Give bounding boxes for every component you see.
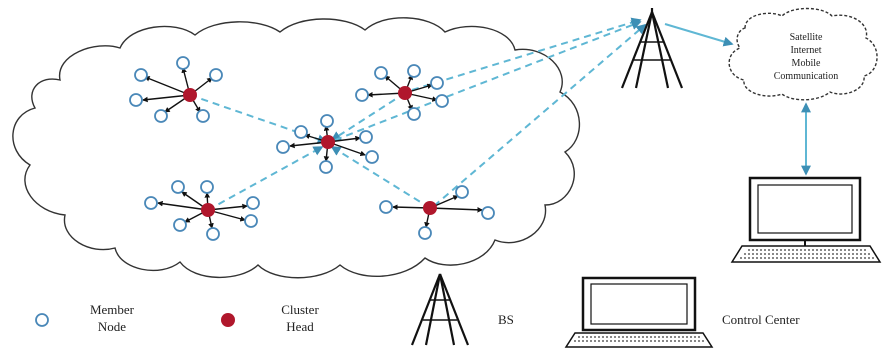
member-node	[171, 180, 185, 194]
member-node	[355, 88, 369, 102]
cluster-head	[321, 135, 335, 149]
member-node	[129, 93, 143, 107]
member-node	[276, 140, 290, 154]
member-node	[196, 109, 210, 123]
legend: Member Node Cluster Head BS Control Cent…	[35, 273, 800, 348]
legend-cluster-line1: Cluster	[281, 302, 319, 317]
cluster-head	[201, 203, 215, 217]
member-node	[294, 125, 308, 139]
cluster-heads	[183, 86, 437, 217]
member-node	[481, 206, 495, 220]
cluster-head	[183, 88, 197, 102]
legend-cluster-line2: Head	[286, 319, 314, 334]
member-node	[374, 66, 388, 80]
bs-tower-icon	[620, 8, 684, 89]
legend-bs-tower-icon	[410, 273, 470, 346]
legend-bs-label: BS	[498, 312, 514, 327]
member-node	[379, 200, 393, 214]
member-node	[365, 150, 379, 164]
member-nodes	[129, 56, 495, 241]
legend-member-node-icon	[35, 313, 49, 327]
member-node	[418, 226, 432, 240]
cloud-text-3: Mobile	[792, 58, 821, 69]
member-node	[246, 196, 260, 210]
legend-member-line1: Member	[90, 302, 135, 317]
member-node	[319, 160, 333, 174]
bs-cloud-link	[664, 23, 734, 47]
member-node	[407, 107, 421, 121]
cloud-text-4: Communication	[774, 71, 838, 82]
member-node	[435, 94, 449, 108]
legend-control-center-label: Control Center	[722, 312, 800, 327]
cluster-head	[398, 86, 412, 100]
member-node	[176, 56, 190, 70]
network-cloud	[728, 7, 878, 101]
legend-cluster-head-icon	[221, 313, 235, 327]
member-node	[359, 130, 373, 144]
member-node	[206, 227, 220, 241]
member-node	[430, 76, 444, 90]
legend-computer-icon	[564, 276, 714, 348]
member-node	[209, 68, 223, 82]
cluster-head	[423, 201, 437, 215]
cloud-text-1: Satellite	[790, 32, 823, 43]
control-center-computer-icon	[730, 176, 882, 263]
sensor-field-cloud	[12, 17, 581, 279]
member-node	[134, 68, 148, 82]
member-node	[144, 196, 158, 210]
member-node	[320, 114, 334, 128]
member-node	[154, 109, 168, 123]
member-node	[200, 180, 214, 194]
member-node	[173, 218, 187, 232]
member-node	[244, 214, 258, 228]
member-node	[407, 64, 421, 78]
legend-member-line2: Node	[98, 319, 126, 334]
cloud-text-2: Internet	[790, 45, 821, 56]
member-node	[455, 185, 469, 199]
cluster-links	[189, 17, 647, 211]
